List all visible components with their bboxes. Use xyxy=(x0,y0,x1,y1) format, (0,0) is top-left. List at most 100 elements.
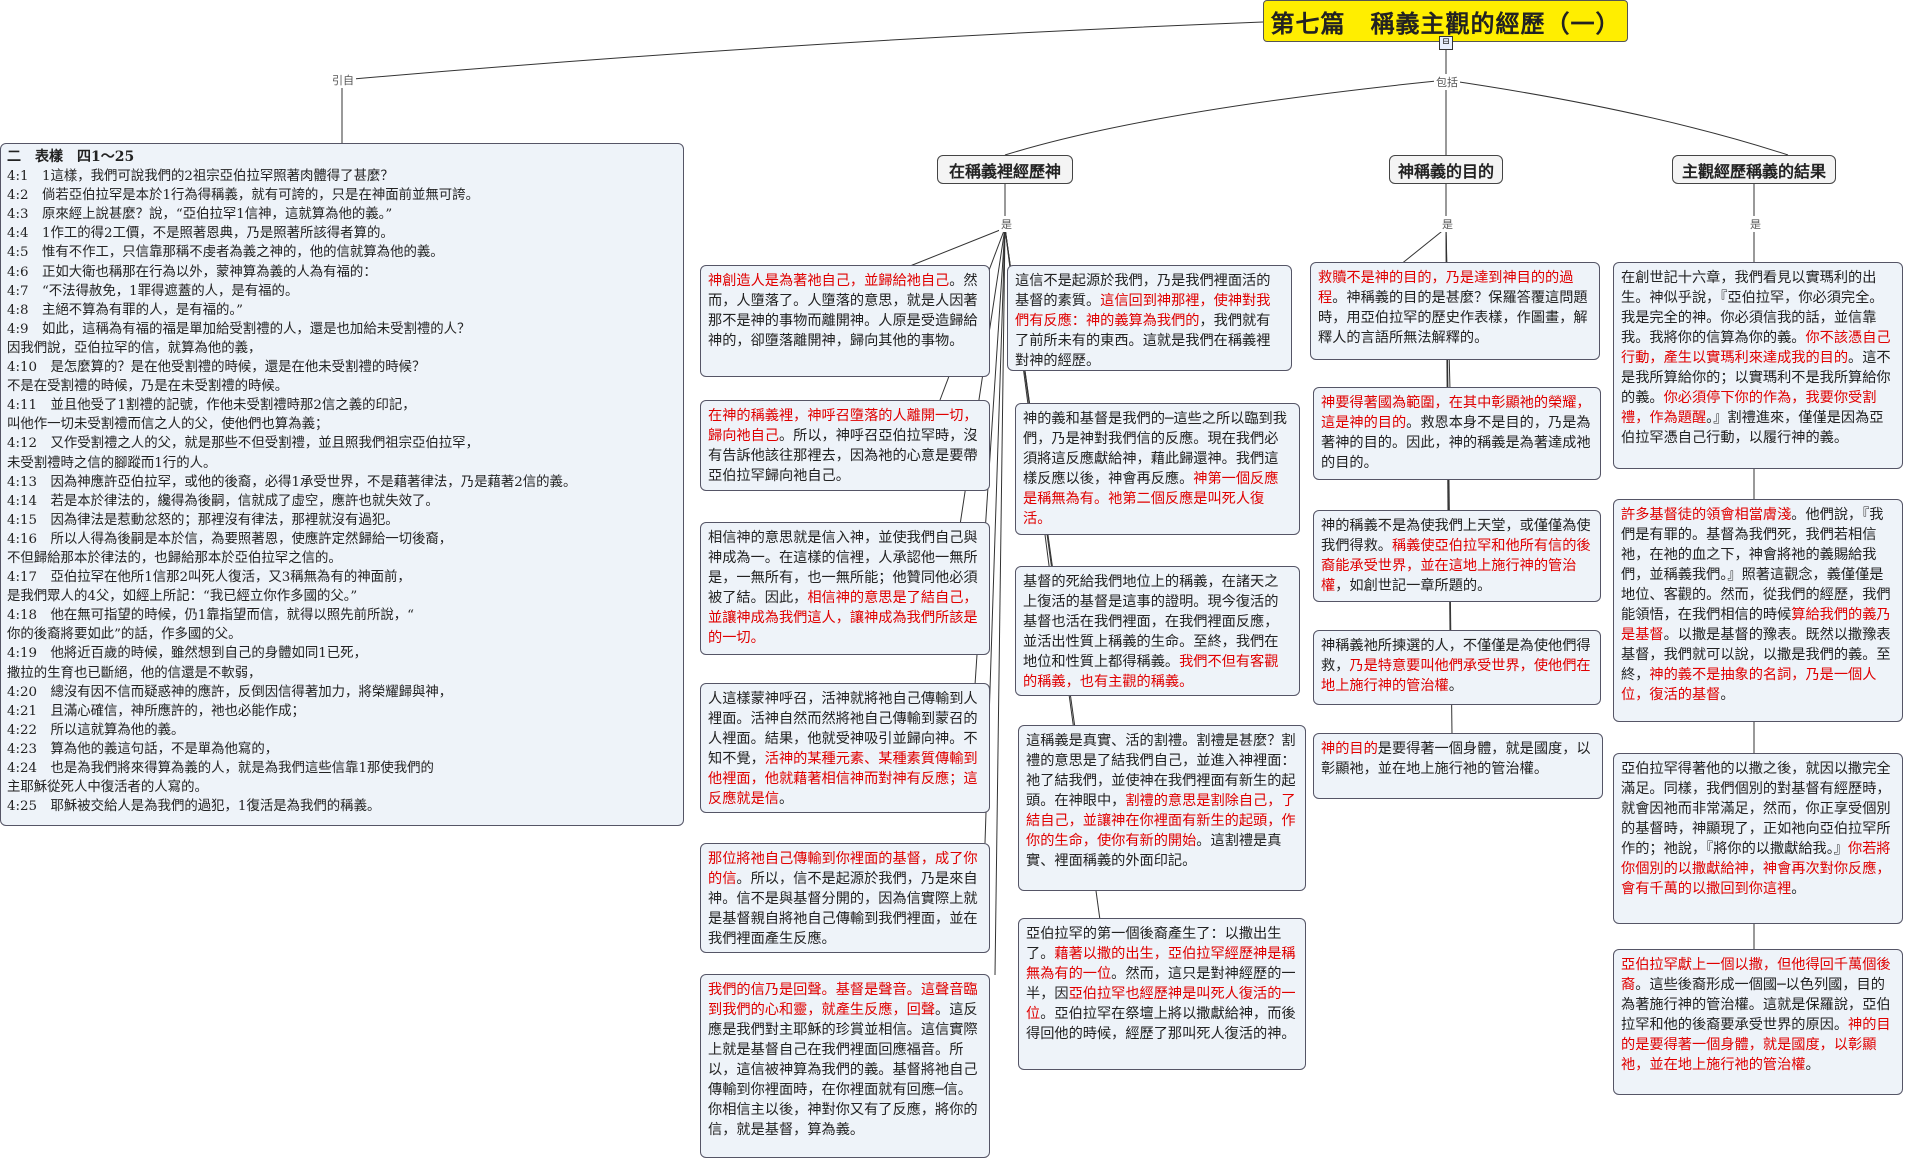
note-highlight-text: 算給我們的義乃是基督 xyxy=(1621,607,1891,643)
note-text: 。 xyxy=(1720,687,1735,703)
note-highlight-text: 乃是特意要叫他們承受世界，使他們在地上施行神的管治權 xyxy=(1321,658,1591,694)
note-highlight-text: 稱義使亞伯拉罕和他所有信的後裔能承受世界，並在這地上施行神的管治權 xyxy=(1321,538,1591,594)
note-highlight-text: 救贖不是神的目的，乃是達到神目的的過程 xyxy=(1318,270,1574,306)
note-text: 在創世記十六章，我們看見以實瑪利的出生。神似乎說，『亞伯拉罕，你必須完全。我是完… xyxy=(1621,270,1884,346)
note-text: 。這些後裔形成一個國─以色列國，目的為著施行神的管治權。這就是保羅說，亞伯拉罕和… xyxy=(1621,977,1891,1033)
note-a4: 人這樣蒙神呼召，活神就將祂自己傳輸到人裡面。活神自然而然將祂自己傳輸到蒙召的人裡… xyxy=(700,683,990,813)
note-b5: 亞伯拉罕的第一個後裔產生了：以撒出生了。藉著以撒的出生，亞伯拉罕經歷神是稱無為有… xyxy=(1018,918,1306,1070)
note-highlight-text: 割禮的意思是割除自己，了結自己，並讓神在你裡面有新生的起頭，作你的生命，使你有新… xyxy=(1026,793,1296,849)
scripture-line: 4:19 他將近百歲的時候，雖然想到自己的身體如同1已死， xyxy=(7,646,367,662)
note-text: 。然而，這只是對神經歷的一半，因 xyxy=(1026,966,1296,1002)
scripture-heading: 二 表樣 四1～25 xyxy=(7,149,135,165)
note-text: 。 xyxy=(1791,881,1806,897)
note-b4: 這稱義是真實、活的割禮。割禮是甚麼？割禮的意思是了結我們自己，並進入神裡面：祂了… xyxy=(1018,725,1306,891)
scripture-line: 主耶穌從死人中復活者的人寫的。 xyxy=(7,780,208,796)
note-c5: 神的目的是要得著一個身體，就是國度，以彰顯祂，並在地上施行祂的管治權。 xyxy=(1313,733,1603,799)
note-text: 。以撒是基督的豫表。既然以撒豫表基督，我們就可以說，以撒是我們的義。至終， xyxy=(1621,627,1891,683)
scripture-line: 4:16 所以人得為後嗣是本於信，為要照著恩，使應許定然歸給一切後裔， xyxy=(7,531,453,547)
note-highlight-text: 那位將祂自己傳輸到你裡面的基督，成了你的信 xyxy=(708,851,978,887)
note-d2: 許多基督徒的領會相當膚淺。他們說，『我們是有罪的。基督為我們死，我們若相信祂，在… xyxy=(1613,499,1903,722)
note-text: 。 xyxy=(1448,678,1463,694)
note-text: ，我們就有了前所未有的東西。這就是我們在稱義裡對神的經歷。 xyxy=(1015,313,1271,369)
note-c4: 神稱義祂所揀選的人，不僅僅是為使他們得救，乃是特意要叫他們承受世界，使他們在地上… xyxy=(1313,630,1601,705)
note-c2: 神要得著國為範圍，在其中彰顯祂的榮耀，這是神的目的。救恩本身不是目的，乃是為著神… xyxy=(1313,387,1601,480)
branch-label-includes: 包括 xyxy=(1434,74,1460,90)
collapse-toggle-icon[interactable]: ⊟ xyxy=(1439,36,1453,50)
scripture-line: 叫他作一切未受割禮而信之人的父，使他們也算為義； xyxy=(7,417,329,433)
note-a3: 相信神的意思就是信入神，並使我們自己與神成為一。在這樣的信裡，人承認他一無所是，… xyxy=(700,522,990,655)
note-highlight-text: 神的義不是抽象的名詞，乃是一個人位，復活的基督 xyxy=(1621,667,1877,703)
scripture-line: 不是在受割禮的時候，乃是在未受割禮的時候。 xyxy=(7,379,289,395)
note-highlight-text: 在神的稱義裡，神呼召墮落的人離開一切，歸向祂自己 xyxy=(708,408,978,444)
note-text: 相信神的意思就是信入神，並使我們自己與神成為一。在這樣的信裡，人承認他一無所是，… xyxy=(708,530,978,606)
scripture-line: 4:3 原來經上說甚麼？說，“亞伯拉罕1信神，這就算為他的義。” xyxy=(7,207,393,223)
note-text: 。這反應是我們對主耶穌的珍賞並相信。這信實際上就是基督自己在我們裡面回應福音。所… xyxy=(708,1002,978,1138)
topic-result-of-subjective-experience[interactable]: 主觀經歷稱義的結果 xyxy=(1672,155,1836,184)
note-a1: 神創造人是為著祂自己，並歸給祂自己。然而，人墮落了。人墮落的意思，就是人因著那不… xyxy=(700,265,990,377)
note-text: 神的義和基督是我們的─這些之所以臨到我們，乃是神對我們信的反應。現在我們必須將這… xyxy=(1023,411,1287,487)
note-a5: 那位將祂自己傳輸到你裡面的基督，成了你的信。所以，信不是起源於我們，乃是來自神。… xyxy=(700,843,990,953)
branch-label-is-3: 是 xyxy=(1748,216,1763,232)
note-highlight-text: 許多基督徒的領會相當膚淺 xyxy=(1621,507,1792,523)
note-text: 神的稱義不是為使我們上天堂，或僅僅為使我們得救。 xyxy=(1321,518,1591,554)
note-highlight-text: 你不該憑自己行動，產生以實瑪利來達成我的目的 xyxy=(1621,330,1891,366)
branch-label-is-1: 是 xyxy=(999,216,1014,232)
scripture-lines: 4:1 1這樣，我們可說我們的2祖宗亞伯拉罕照著肉體得了甚麼？4:2 倘若亞伯拉… xyxy=(7,167,677,816)
note-b3: 基督的死給我們地位上的稱義，在諸天之上復活的基督是這事的證明。現今復活的基督也活… xyxy=(1015,566,1300,696)
note-d1: 在創世記十六章，我們看見以實瑪利的出生。神似乎說，『亞伯拉罕，你必須完全。我是完… xyxy=(1613,262,1903,469)
scripture-line: 4:23 算為他的義這句話，不是單為他寫的， xyxy=(7,741,279,757)
note-text: 。他們說，『我們是有罪的。基督為我們死，我們若相信祂，在祂的血之下，神會將祂的義… xyxy=(1621,507,1891,623)
note-text: 。所以，神呼召亞伯拉罕時，沒有告訴他該往那裡去，因為祂的心意是要帶亞伯拉罕歸向祂… xyxy=(708,428,978,484)
topic-purpose-of-justification[interactable]: 神稱義的目的 xyxy=(1389,155,1503,184)
link-includes-to-topic1 xyxy=(1004,79,1447,156)
scripture-line: 4:18 他在無可指望的時候，仍1靠指望而信，就得以照先前所說，“ xyxy=(7,608,414,624)
scripture-line: 4:13 因為神應許亞伯拉罕，或他的後裔，必得1承受世界，不是藉著律法，乃是藉著… xyxy=(7,474,577,490)
note-text: 。』割禮進來，僅僅是因為亞伯拉罕憑自己行動，以履行神的義。 xyxy=(1621,410,1884,446)
link-title-to-scripture xyxy=(341,21,1264,143)
note-text: 。神稱義的目的是甚麼？保羅答覆這問題時，用亞伯拉罕的歷史作表樣，作圖畫，解釋人的… xyxy=(1318,290,1588,346)
note-b1: 這信不是起源於我們，乃是我們裡面活的基督的素質。這信回到神那裡，使神對我們有反應… xyxy=(1007,265,1292,371)
scripture-line: 因我們說，亞伯拉罕的信，就算為他的義， xyxy=(7,340,262,356)
note-highlight-text: 這信回到神那裡，使神對我們有反應：神的義算為我們的 xyxy=(1015,293,1271,329)
scripture-line: 4:10 是怎麼算的？是在他受割禮的時候，還是在他未受割禮的時候？ xyxy=(7,360,426,376)
note-text: 。所以，信不是起源於我們，乃是來自神。信不是與基督分開的，因為信實際上就是基督親… xyxy=(708,871,978,947)
branch-label-is-2: 是 xyxy=(1440,216,1455,232)
note-highlight-text: 神的目的是要得著一個身體，就是國度，以彰顯祂，並在地上施行祂的管治權 xyxy=(1621,1017,1891,1073)
note-text: 亞伯拉罕的第一個後裔產生了：以撒出生了。 xyxy=(1026,926,1282,962)
scripture-line: 4:2 倘若亞伯拉罕是本於1行為得稱義，就有可誇的，只是在神面前並無可誇。 xyxy=(7,188,479,204)
scripture-line: 不但歸給那本於律法的，也歸給那本於亞伯拉罕之信的。 xyxy=(7,550,342,566)
scripture-line: 4:11 並且他受了1割禮的記號，作他未受割禮時那2信之義的印記， xyxy=(7,398,416,414)
note-text: 。 xyxy=(778,791,794,807)
note-text: 這稱義是真實、活的割禮。割禮是甚麼？割禮的意思是了結我們自己，並進入神裡面：祂了… xyxy=(1026,733,1296,809)
page-title: 第七篇 稱義主觀的經歷（一） xyxy=(1263,0,1628,42)
scripture-line: 4:12 又作受割禮之人的父，就是那些不但受割禮，並且照我們祖宗亞伯拉罕， xyxy=(7,436,479,452)
scripture-line: 撒拉的生育也已斷絕，他的信還是不軟弱， xyxy=(7,665,262,681)
note-text: 這信不是起源於我們，乃是我們裡面活的基督的素質。 xyxy=(1015,273,1271,309)
note-text: 。救恩本身不是目的，乃是為著神的目的。因此，神的稱義是為著達成祂的目的。 xyxy=(1321,415,1591,471)
note-text: 。亞伯拉罕在祭壇上將以撒獻給神，而後得回他的時候，經歷了那叫死人復活的神。 xyxy=(1026,1006,1296,1042)
note-text: 。這割禮是真實、裡面稱義的外面印記。 xyxy=(1026,833,1282,869)
note-highlight-text: 活神的某種元素、某種素質傳輸到他裡面，他就藉著相信神而對神有反應；這反應就是信 xyxy=(708,751,978,807)
note-text: 人這樣蒙神呼召，活神就將祂自己傳輸到人裡面。活神自然而然將祂自己傳輸到蒙召的人裡… xyxy=(708,691,978,767)
note-b2: 神的義和基督是我們的─這些之所以臨到我們，乃是神對我們信的反應。現在我們必須將這… xyxy=(1015,403,1300,535)
note-text: 基督的死給我們地位上的稱義，在諸天之上復活的基督是這事的證明。現今復活的基督也活… xyxy=(1023,574,1279,670)
note-highlight-text: 神創造人是為著祂自己，並歸給祂自己 xyxy=(708,273,950,289)
scripture-line: 4:17 亞伯拉罕在他所1信那2叫死人復活，又3稱無為有的神面前， xyxy=(7,570,411,586)
note-a2: 在神的稱義裡，神呼召墮落的人離開一切，歸向祂自己。所以，神呼召亞伯拉罕時，沒有告… xyxy=(700,400,990,491)
note-highlight-text: 相信神的意思是了結自己，並讓神成為我們這人，讓神成為我們所該是的一切。 xyxy=(708,590,978,646)
scripture-line: 4:8 主絕不算為有罪的人，是有福的。” xyxy=(7,302,243,318)
branch-label-intro: 引自 xyxy=(330,72,356,88)
note-highlight-text: 我們的信乃是回聲。基督是聲音。這聲音臨到我們的心和靈，就產生反應，回聲 xyxy=(708,982,978,1018)
scripture-line: 4:21 且滿心確信，神所應許的，祂也必能作成； xyxy=(7,703,305,719)
topic-experience-god[interactable]: 在稱義裡經歷神 xyxy=(937,155,1073,184)
note-highlight-text: 亞伯拉罕也經歷神是叫死人復活的一位 xyxy=(1026,986,1296,1022)
scripture-line: 4:20 總沒有因不信而疑惑神的應許，反倒因信得著加力，將榮耀歸與神， xyxy=(7,684,453,700)
note-a6: 我們的信乃是回聲。基督是聲音。這聲音臨到我們的心和靈，就產生反應，回聲。這反應是… xyxy=(700,974,990,1158)
scripture-romans-4: 二 表樣 四1～25 4:1 1這樣，我們可說我們的2祖宗亞伯拉罕照著肉體得了甚… xyxy=(0,143,684,826)
note-text: 亞伯拉罕得著他的以撒之後，就因以撒完全滿足。同樣，我們個別的對基督有經歷時，就會… xyxy=(1621,761,1891,857)
note-text: 。 xyxy=(1805,1057,1820,1073)
note-c3: 神的稱義不是為使我們上天堂，或僅僅為使我們得救。稱義使亞伯拉罕和他所有信的後裔能… xyxy=(1313,510,1601,602)
scripture-line: 你的後裔將要如此”的話，作多國的父。 xyxy=(7,627,242,643)
note-highlight-text: 神要得著國為範圍，在其中彰顯祂的榮耀，這是神的目的 xyxy=(1321,395,1591,431)
scripture-line: 4:25 耶穌被交給人是為我們的過犯，1復活是為我們的稱義。 xyxy=(7,799,381,815)
